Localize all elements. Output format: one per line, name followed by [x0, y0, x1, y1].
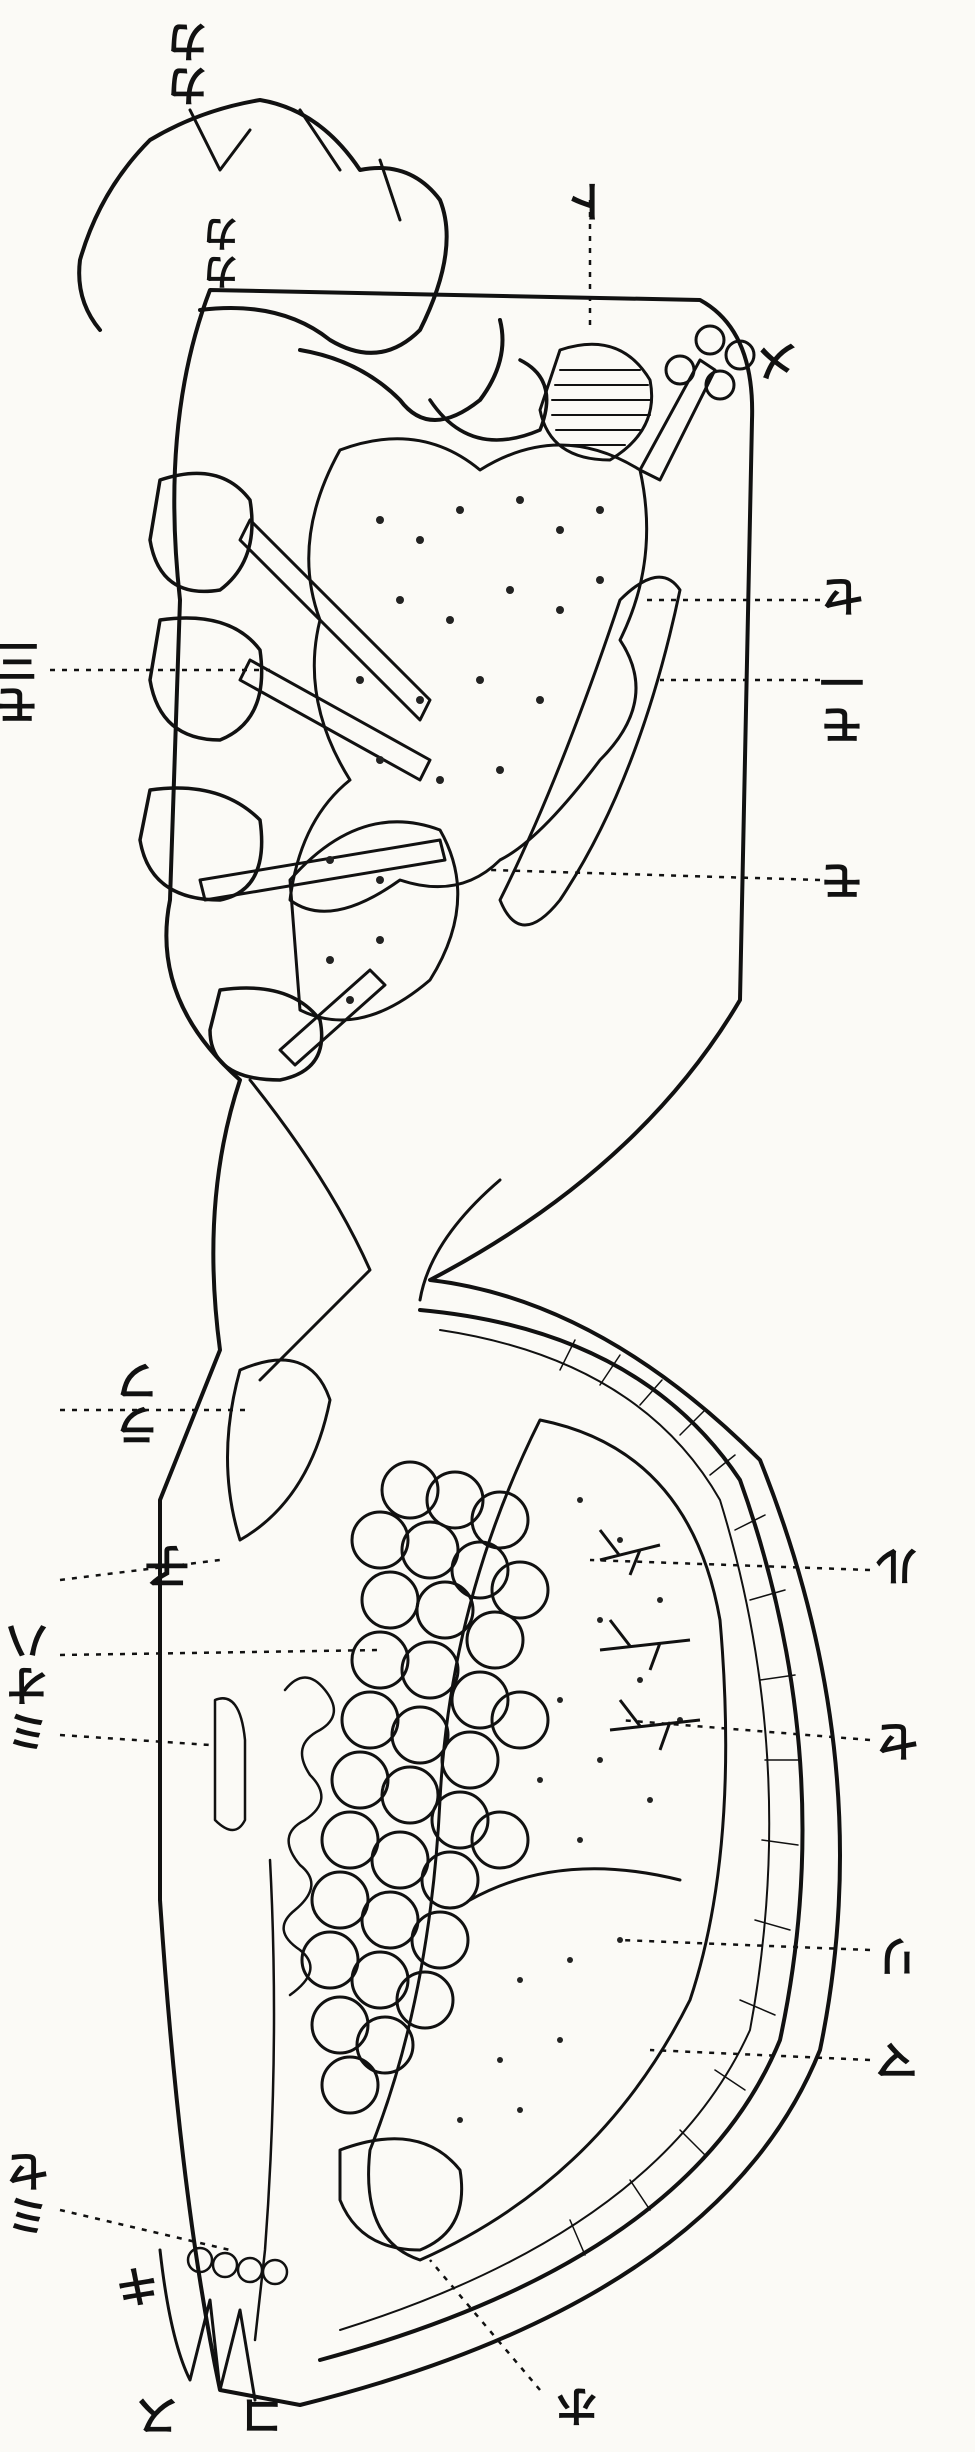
leg-base-2 — [150, 618, 262, 740]
label-mo3: モ三 — [0, 640, 44, 728]
leg-muscle-4 — [280, 970, 385, 1065]
claw-upper — [79, 100, 447, 353]
leg-base-1 — [150, 473, 252, 591]
body-outline — [160, 290, 840, 2405]
egg-cluster — [302, 1462, 548, 2113]
eye-organ-hatching — [552, 370, 652, 445]
claw-lower — [300, 320, 503, 420]
leg-base-4 — [210, 988, 322, 1080]
coiled-gland — [284, 1678, 334, 1996]
label-mi: ミ — [10, 1710, 54, 1754]
label-mo1: モ一 — [825, 660, 869, 748]
label-top-a: カカ — [170, 20, 214, 108]
label-ko: 子 — [150, 1545, 194, 1589]
label-me: メ — [760, 340, 804, 384]
sac-left — [228, 1360, 331, 1540]
posterior-organ — [340, 2139, 462, 2250]
label-raf: ラフ — [120, 1360, 164, 1448]
label-oha: オハ — [10, 1620, 54, 1708]
leg-muscle-1 — [240, 520, 430, 720]
claw-segment — [190, 110, 400, 220]
jaw — [430, 360, 547, 440]
label-mise: ミセ — [10, 2150, 54, 2238]
label-ru: ル — [880, 1545, 924, 1589]
label-se2: セ — [880, 1720, 924, 1764]
vesicle — [215, 1698, 245, 1830]
muscle-band — [340, 1330, 769, 2330]
muscle-striations — [560, 1340, 800, 2255]
label-su: ス — [140, 2395, 184, 2439]
label-ko2: コ — [245, 2395, 289, 2439]
head-sensory-circles — [666, 326, 754, 399]
head-stalk — [640, 360, 715, 480]
label-ho: ホ — [560, 2385, 604, 2429]
label-ma: マ — [880, 2040, 924, 2084]
label-mo: モ — [825, 860, 869, 904]
tail-setae — [188, 2248, 287, 2284]
label-top-b: カカ — [205, 215, 243, 291]
label-ri: リ — [880, 1935, 924, 1979]
digestive-gland — [369, 1420, 726, 2260]
label-ki: キ — [120, 2265, 164, 2309]
leg-muscle-2 — [240, 660, 430, 780]
waist-left — [250, 1080, 370, 1380]
eye-organ — [540, 344, 652, 460]
label-to: ト — [570, 180, 614, 224]
label-se: セ — [825, 575, 869, 619]
gland-division — [470, 1869, 680, 1900]
